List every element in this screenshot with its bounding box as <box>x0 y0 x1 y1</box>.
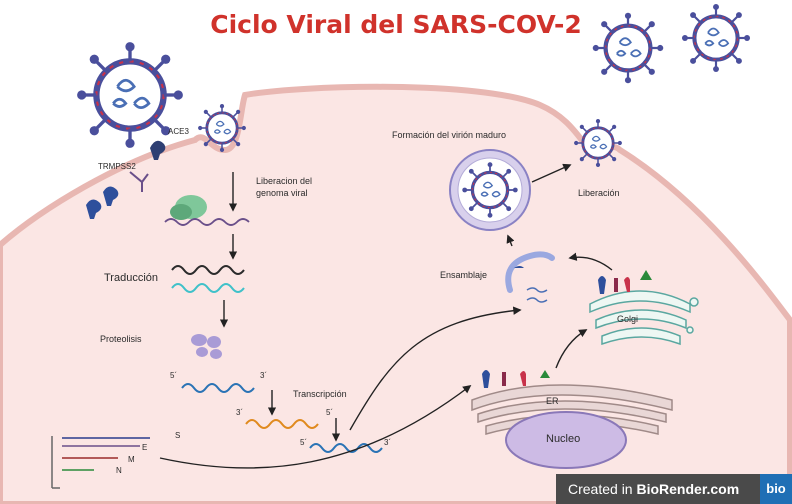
five-prime-label-1: 5´ <box>170 371 178 380</box>
ace-receptor-icon <box>150 140 166 160</box>
n-label: N <box>116 466 122 475</box>
virus-entering-icon <box>196 102 248 154</box>
diagram-title: Ciclo Viral del SARS-COV-2 <box>210 10 582 39</box>
three-prime-label-1: 3´ <box>260 371 268 380</box>
transcription-strand-2 <box>245 419 319 429</box>
golgi-label: Golgi <box>617 314 639 324</box>
flow-arrows <box>159 163 613 469</box>
structural-proteins-er-icon <box>482 370 550 388</box>
tmprss-receptor-icon <box>129 171 149 192</box>
biorender-logo-icon: bio <box>760 474 792 504</box>
assembly-icon <box>505 251 555 303</box>
protein-fragments-icon <box>191 334 222 359</box>
ribosome-icon <box>170 195 207 220</box>
golgi-icon <box>589 290 699 346</box>
er-label: ER <box>546 396 559 406</box>
virus-top-right-2-icon <box>682 4 750 72</box>
s-label: S <box>175 431 181 440</box>
transcription-strand-1 <box>181 383 255 393</box>
virus-top-right-1-icon <box>593 13 664 84</box>
mature-virion-label: Formación del virión maduro <box>392 130 507 140</box>
watermark-text: Created in BioRender.com <box>568 481 740 497</box>
e-label: E <box>142 443 148 452</box>
three-prime-label-3: 3´ <box>384 438 392 447</box>
nucleus-label: Nucleo <box>546 433 581 445</box>
five-prime-label-2: 5´ <box>326 408 334 417</box>
transcription-label: Transcripción <box>293 389 347 399</box>
release-label: Liberación <box>578 188 620 198</box>
proteolysis-label: Proteolisis <box>100 334 142 344</box>
virus-exiting-icon <box>572 117 624 169</box>
structural-proteins-golgi-icon <box>598 270 652 294</box>
three-prime-label-2: 3´ <box>236 408 244 417</box>
receptor-left-1-icon <box>86 186 119 219</box>
translation-strand-teal <box>171 283 245 293</box>
translation-strand-dark <box>171 265 245 275</box>
tmprss-label: TRMPSS2 <box>98 162 136 171</box>
mature-virion-vesicle <box>449 149 531 231</box>
genome-release-label-1: Liberacion del <box>256 176 313 186</box>
subgenomic-rna-legend <box>51 436 150 489</box>
ace-label: ACE3 <box>168 127 189 136</box>
m-label: M <box>128 455 135 464</box>
genome-release-label-2: genoma viral <box>256 188 308 198</box>
nucleus-icon <box>505 411 627 469</box>
transcription-strand-3 <box>309 443 383 453</box>
cell-membrane <box>0 83 792 504</box>
biorender-watermark[interactable]: Created in BioRender.com bio <box>556 474 792 504</box>
assembly-label: Ensamblaje <box>440 270 488 280</box>
viral-genome-rna <box>164 218 250 226</box>
translation-label: Traducción <box>104 272 159 284</box>
five-prime-label-3: 5´ <box>300 438 308 447</box>
